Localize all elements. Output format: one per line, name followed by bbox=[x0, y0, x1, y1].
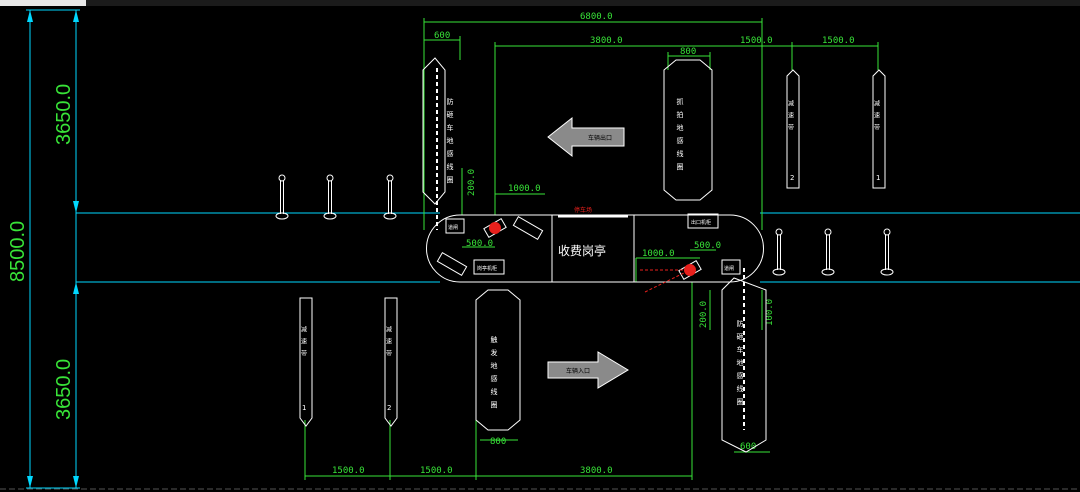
speed-bump-bottom-2-label: 减速带 bbox=[385, 325, 392, 362]
detect-loop-bottom-label: 触发地感线圈 bbox=[490, 335, 498, 414]
barrier-loop-left-label: 防砸车地感线圈 bbox=[446, 97, 454, 189]
dim-island-bottom: 800 bbox=[490, 437, 506, 447]
exit-arrow-label: 车辆出口 bbox=[588, 134, 612, 142]
dim-total-width: 6800.0 bbox=[580, 12, 613, 22]
dim-lane-upper: 3650.0 bbox=[53, 84, 75, 145]
dim-gate-500-right: 500.0 bbox=[694, 241, 721, 251]
dim-span-bottom: 3800.0 bbox=[580, 466, 613, 476]
speed-bump-top-2 bbox=[872, 69, 886, 189]
dim-gap-b-top: 1500.0 bbox=[822, 36, 855, 46]
dim-gap-a-bottom: 1500.0 bbox=[332, 466, 365, 476]
dim-loop-bottom-right: 600 bbox=[740, 442, 756, 452]
dim-island-top: 800 bbox=[680, 47, 696, 57]
title-bar bbox=[0, 0, 1080, 6]
detect-loop-top bbox=[663, 59, 713, 201]
speed-bump-top-2-label: 减速带 bbox=[873, 99, 880, 136]
dim-loop-left: 600 bbox=[434, 31, 450, 41]
detect-loop-bottom bbox=[475, 289, 521, 431]
barrier-loop-right-label: 防砸车地感线圈 bbox=[736, 319, 744, 411]
bollards-left bbox=[275, 174, 397, 220]
dim-offset-200-right: 200.0 bbox=[699, 301, 709, 328]
dim-gate-1000-left: 1000.0 bbox=[508, 184, 541, 194]
equipment-boxes bbox=[445, 213, 741, 275]
speed-bump-top-1-num: 2 bbox=[790, 174, 794, 182]
dim-total-height: 8500.0 bbox=[7, 221, 29, 282]
exit-arrow-icon bbox=[547, 116, 625, 158]
barrier-loop-right bbox=[721, 268, 767, 453]
dim-offset-100-right: 100.0 bbox=[765, 299, 775, 326]
speed-bump-top-1-label: 减速带 bbox=[787, 99, 794, 136]
dim-offset-200-top: 200.0 bbox=[467, 169, 477, 196]
bottom-dimensions bbox=[304, 282, 770, 480]
dim-gap-b-bottom: 1500.0 bbox=[420, 466, 453, 476]
gate-cameras bbox=[436, 215, 702, 293]
booth-sign: 停车场 bbox=[574, 206, 592, 214]
speed-bump-bottom-1-label: 减速带 bbox=[300, 325, 307, 362]
speed-bump-top-1 bbox=[786, 69, 800, 189]
dim-gap-a-top: 1500.0 bbox=[740, 36, 773, 46]
entry-arrow-label: 车辆入口 bbox=[566, 367, 590, 375]
box-right-mid: 道闸 bbox=[724, 265, 734, 272]
dim-gate-500-left: 500.0 bbox=[466, 239, 493, 249]
speed-bump-bottom-1-num: 1 bbox=[302, 404, 306, 412]
booth-label: 收费岗亭 bbox=[558, 243, 606, 258]
barrier-loop-left bbox=[422, 57, 446, 230]
drawing-tab[interactable] bbox=[0, 0, 86, 6]
gate-dimensions bbox=[461, 168, 763, 330]
dim-gate-1000-right: 1000.0 bbox=[642, 249, 675, 259]
dim-span-top: 3800.0 bbox=[590, 36, 623, 46]
bollards-right bbox=[772, 228, 894, 276]
box-right-top: 出口机柜 bbox=[691, 219, 711, 226]
speed-bump-bottom-2-num: 2 bbox=[387, 404, 391, 412]
box-left-bottom: 岗亭机柜 bbox=[477, 265, 497, 272]
speed-bump-bottom-2 bbox=[384, 297, 398, 427]
box-left-top: 道闸 bbox=[448, 224, 458, 231]
dim-lane-lower: 3650.0 bbox=[53, 359, 75, 420]
lane-lines bbox=[76, 212, 1080, 283]
detect-loop-top-label: 抓拍地感线圈 bbox=[676, 97, 684, 176]
top-dimensions bbox=[423, 18, 879, 230]
speed-bump-bottom-1 bbox=[299, 297, 313, 427]
speed-bump-top-2-num: 1 bbox=[876, 174, 880, 182]
vertical-dimensions bbox=[26, 9, 80, 489]
entry-arrow-icon bbox=[547, 351, 629, 389]
